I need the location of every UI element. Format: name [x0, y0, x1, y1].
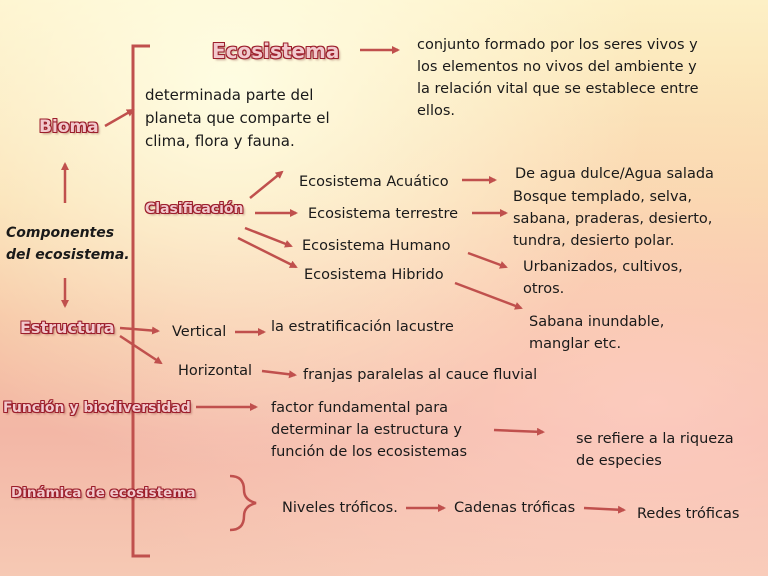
- heading-estructura: Estructura: [20, 318, 115, 337]
- bioma-def-line: determinada parte del: [145, 86, 314, 104]
- terrestre-def-line: Bosque templado, selva,: [513, 189, 693, 205]
- funcion-definition: factor fundamental para determinar la es…: [271, 397, 467, 463]
- arrow-horizontal-def: [261, 369, 297, 379]
- bioma-definition: determinada parte del planeta que compar…: [145, 84, 330, 153]
- arrow-to-vertical: [119, 326, 160, 335]
- terrestre-def-line: tundra, desierto polar.: [513, 233, 675, 249]
- ecosistema-definition: conjunto formado por los seres vivos y l…: [417, 34, 699, 122]
- riqueza-definition: se refiere a la riqueza de especies: [576, 428, 734, 472]
- arrow-to-humano: [244, 226, 293, 248]
- node-acuatico: Ecosistema Acuático: [299, 174, 449, 190]
- funcion-def-line: factor fundamental para: [271, 400, 449, 416]
- ecosistema-def-line: conjunto formado por los seres vivos y: [417, 37, 698, 53]
- componentes-line2: del ecosistema.: [6, 247, 130, 263]
- hibrido-def-line: manglar etc.: [529, 336, 622, 352]
- node-niveles: Niveles tróficos.: [282, 500, 398, 516]
- bioma-def-line: planeta que comparte el: [145, 109, 330, 127]
- node-redes: Redes tróficas: [637, 506, 740, 522]
- node-horizontal: Horizontal: [178, 363, 253, 379]
- arrow-humano-def: [467, 251, 508, 269]
- arrow-hibrido-def: [454, 281, 523, 310]
- riqueza-line: se refiere a la riqueza: [576, 431, 734, 447]
- terrestre-def-line: sabana, praderas, desierto,: [513, 211, 713, 227]
- humano-definition: Urbanizados, cultivos, otros.: [523, 256, 683, 300]
- acuatico-definition: De agua dulce/Agua salada: [515, 166, 714, 182]
- funcion-def-line: determinar la estructura y: [271, 422, 462, 438]
- hibrido-definition: Sabana inundable, manglar etc.: [529, 311, 664, 355]
- arrow-bioma-def: [104, 108, 135, 128]
- heading-funcion: Función y biodiversidad: [3, 400, 191, 416]
- humano-def-line: Urbanizados, cultivos,: [523, 259, 683, 275]
- node-cadenas: Cadenas tróficas: [454, 500, 576, 516]
- dinamica-brace: [229, 474, 257, 532]
- terrestre-definition: Bosque templado, selva, sabana, praderas…: [513, 186, 712, 252]
- node-terrestre: Ecosistema terrestre: [308, 206, 459, 222]
- node-vertical: Vertical: [172, 324, 227, 340]
- horizontal-definition: franjas paralelas al cauce fluvial: [303, 367, 538, 383]
- ecosistema-def-line: ellos.: [417, 103, 456, 119]
- heading-ecosistema: Ecosistema: [212, 39, 340, 63]
- riqueza-line: de especies: [576, 453, 662, 469]
- funcion-def-line: función de los ecosistemas: [271, 444, 468, 460]
- arrow-cadenas-redes: [583, 505, 626, 514]
- node-hibrido: Ecosistema Hibrido: [304, 267, 444, 283]
- ecosistema-def-line: la relación vital que se establece entre: [417, 81, 699, 97]
- heading-bioma: Bioma: [39, 117, 99, 137]
- arrow-to-acuatico: [249, 170, 284, 199]
- componentes-label: Componentes del ecosistema.: [6, 222, 130, 266]
- arrow-to-hibrido: [237, 236, 298, 269]
- heading-clasificacion: Clasificación: [145, 201, 244, 217]
- heading-dinamica: Dinámica de ecosistema: [11, 485, 196, 501]
- bioma-def-line: clima, flora y fauna.: [145, 132, 295, 150]
- humano-def-line: otros.: [523, 281, 565, 297]
- node-humano: Ecosistema Humano: [302, 238, 451, 254]
- main-bracket: [131, 44, 150, 558]
- arrow-to-horizontal: [119, 334, 163, 365]
- vertical-definition: la estratificación lacustre: [271, 319, 454, 335]
- hibrido-def-line: Sabana inundable,: [529, 314, 665, 330]
- componentes-line1: Componentes: [6, 225, 115, 241]
- ecosistema-def-line: los elementos no vivos del ambiente y: [417, 59, 697, 75]
- arrow-to-riqueza: [493, 427, 545, 436]
